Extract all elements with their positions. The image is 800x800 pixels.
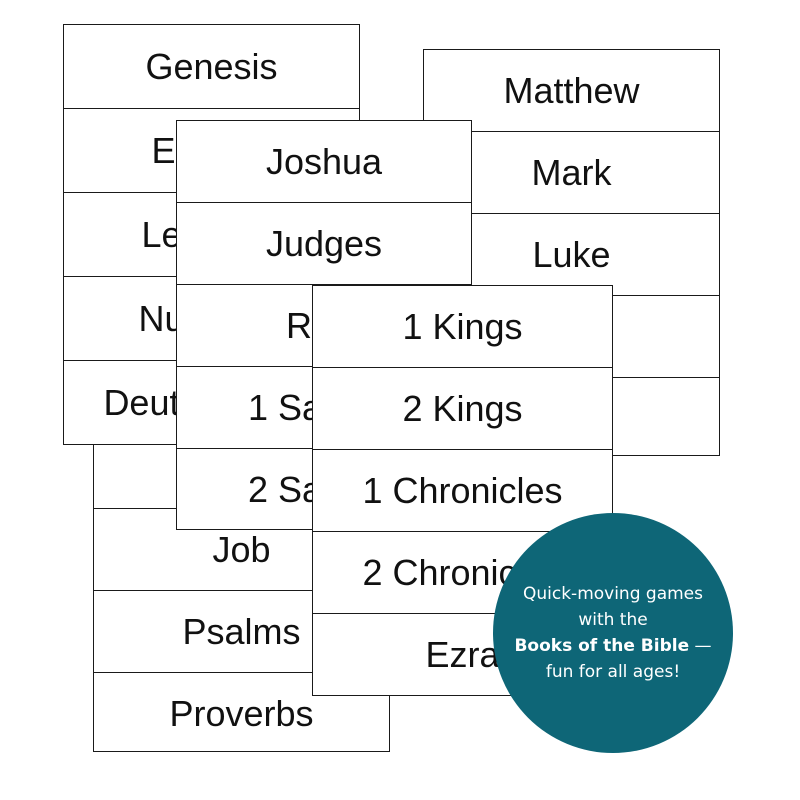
card-cell: 2 Kings	[313, 368, 612, 450]
card-cell: Judges	[177, 203, 471, 285]
card-cell: Joshua	[177, 121, 471, 203]
card-cell: Proverbs	[169, 693, 314, 734]
badge-line: fun for all ages!	[545, 662, 681, 682]
badge-line: with the	[578, 610, 648, 630]
card-cell: Psalms	[94, 591, 389, 673]
card-cell: 1 Chronicles	[313, 450, 612, 532]
badge-line: Quick-moving games	[522, 584, 703, 604]
badge-line: Books of the Bible —	[514, 633, 711, 659]
badge-dash: —	[689, 636, 712, 656]
card-cell: Mark	[424, 132, 719, 214]
card-cell: Matthew	[424, 50, 719, 132]
card-cell: Genesis	[64, 25, 359, 109]
card-cell: 1 Kings	[313, 286, 612, 368]
promo-badge: Quick-moving games with the Books of the…	[493, 513, 733, 753]
card-cell: Job	[94, 509, 389, 591]
badge-bold-text: Books of the Bible	[514, 636, 690, 656]
card-cell: Ezra	[425, 634, 500, 675]
